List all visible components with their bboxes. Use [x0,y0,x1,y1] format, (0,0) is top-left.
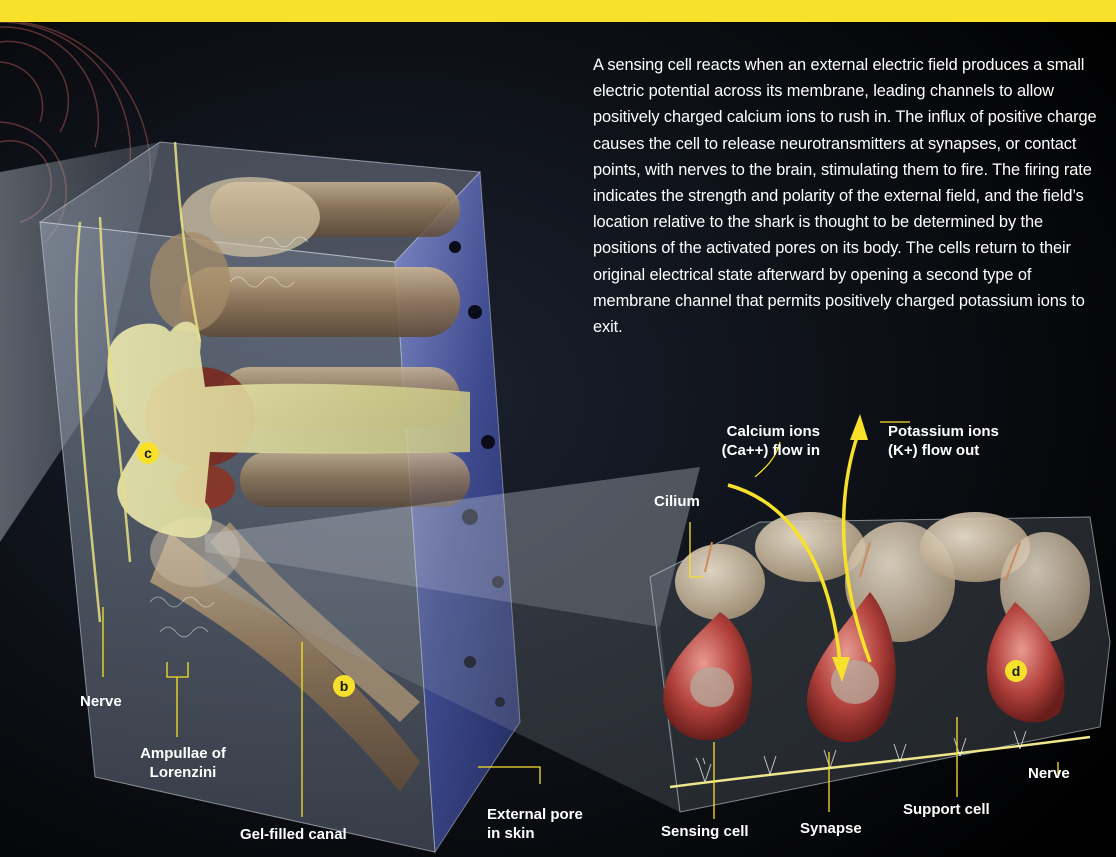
label-ampullae: Ampullae of Lorenzini [128,744,238,782]
label-cilium: Cilium [654,492,700,511]
label-external-pore-line1: External pore [487,805,583,824]
label-potassium: Potassium ions (K+) flow out [888,422,999,460]
label-ampullae-line1: Ampullae of [128,744,238,763]
label-external-pore-line2: in skin [487,824,583,843]
label-potassium-line1: Potassium ions [888,422,999,441]
illustration: A sensing cell reacts when an external e… [0,22,1116,857]
label-ampullae-line2: Lorenzini [128,763,238,782]
label-sensing-cell: Sensing cell [661,822,749,841]
label-calcium-line2: (Ca++) flow in [690,441,820,460]
label-potassium-line2: (K+) flow out [888,441,999,460]
label-nerve-right: Nerve [1028,764,1070,783]
label-calcium-line1: Calcium ions [690,422,820,441]
label-gel-canal: Gel-filled canal [240,825,347,844]
badge-b: b [333,675,355,697]
label-calcium: Calcium ions (Ca++) flow in [690,422,820,460]
badge-d: d [1005,660,1027,682]
top-accent-bar [0,0,1116,22]
caption-text: A sensing cell reacts when an external e… [593,52,1108,340]
label-nerve-left: Nerve [80,692,122,711]
badge-c: c [137,442,159,464]
label-external-pore: External pore in skin [487,805,583,843]
label-support-cell: Support cell [903,800,990,819]
label-synapse: Synapse [800,819,862,838]
